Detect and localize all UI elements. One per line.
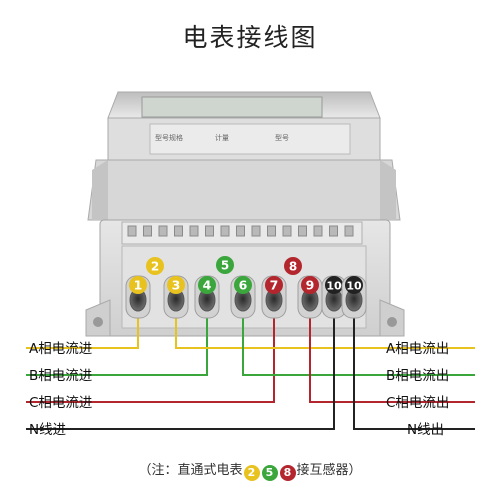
screw-hole — [93, 317, 103, 327]
footnote-badge-2: 2 — [243, 465, 260, 481]
wire-green — [26, 312, 208, 376]
group-marker-5 — [216, 256, 234, 274]
nameplate-text: 计量 — [215, 133, 229, 142]
footnote-badge-8: 8 — [279, 465, 296, 481]
wire-label-c-out: C相电流出 — [386, 395, 449, 411]
left-labels: A相电流进 B相电流进 C相电流进 N线进 — [29, 341, 93, 438]
terminal-10: 10 — [341, 275, 367, 319]
terminal-number-badge — [301, 276, 319, 294]
nameplate-text: 型号 — [275, 133, 289, 142]
terminal-screw — [189, 225, 199, 237]
terminal-screw — [127, 225, 137, 237]
footnote-badge-5: 5 — [261, 465, 278, 481]
terminal-screw — [313, 225, 323, 237]
terminal-number-badge — [198, 276, 216, 294]
terminal-screw — [143, 225, 152, 237]
terminal-number-badge — [129, 276, 147, 294]
terminal-6: 6 — [230, 275, 256, 319]
terminal-1: 1 — [125, 275, 151, 319]
terminal-9: 9 — [297, 275, 323, 319]
terminal-screw — [267, 225, 276, 237]
terminal-screw — [251, 225, 261, 237]
terminal-number-badge — [345, 276, 363, 294]
nameplate-labels: 型号规格 计量 型号 — [155, 133, 289, 142]
terminal-7: 7 — [261, 275, 287, 319]
right-labels: A相电流出 B相电流出 C相电流出 N线出 — [386, 341, 449, 438]
wire-label-a-out: A相电流出 — [386, 341, 449, 357]
lcd-display — [141, 96, 323, 118]
group-marker-label: 2 — [151, 260, 159, 274]
footnote-suffix: 接互感器） — [296, 463, 362, 478]
wire-label-b-in: B相电流进 — [29, 368, 93, 384]
wire-yellow — [175, 312, 475, 349]
terminal-10: 10 — [321, 275, 347, 319]
terminal-number-badge — [234, 276, 252, 294]
terminal-number-badge — [167, 276, 185, 294]
wire-red — [26, 312, 275, 403]
terminal-number: 9 — [306, 278, 315, 293]
nameplate-text: 型号规格 — [155, 133, 183, 142]
terminal-number: 10 — [326, 280, 342, 293]
group-marker-8 — [284, 257, 302, 275]
wire-red — [309, 312, 475, 403]
terminals: 1 3 4 6 7 9 10 10 — [125, 275, 367, 319]
terminal-number: 3 — [172, 278, 181, 293]
terminal-number: 6 — [239, 278, 248, 293]
terminal-number-badge — [325, 276, 343, 294]
group-marker-2 — [146, 257, 164, 275]
wire-black — [353, 312, 475, 430]
terminal-number: 7 — [270, 278, 279, 293]
terminal-screw — [174, 225, 183, 237]
wire-label-a-in: A相电流进 — [29, 341, 93, 357]
page-title: 电表接线图 — [182, 23, 318, 52]
wire-label-n-in: N线进 — [29, 422, 67, 438]
group-marker-label: 8 — [289, 260, 297, 274]
terminal-screw — [282, 225, 292, 237]
wire-yellow — [26, 312, 139, 349]
terminal-screw — [220, 225, 230, 237]
terminal-3: 3 — [163, 275, 189, 319]
terminal-screw — [344, 225, 354, 237]
meter-top-body: 型号规格 计量 型号 — [87, 91, 401, 221]
wires — [26, 312, 475, 430]
screw-hole — [387, 317, 397, 327]
terminal-number-badge — [265, 276, 283, 294]
group-marker-label: 5 — [221, 259, 229, 273]
terminal-screw — [298, 225, 307, 237]
footnote-prefix: （注：直通式电表 — [138, 463, 243, 478]
terminal-number: 4 — [203, 278, 212, 293]
terminal-number: 1 — [134, 278, 143, 293]
wire-label-c-in: C相电流进 — [29, 395, 93, 411]
terminal-screw — [329, 225, 338, 237]
terminal-screw — [205, 225, 214, 237]
nameplate — [149, 123, 351, 155]
wire-green — [242, 312, 475, 376]
terminal-screw — [236, 225, 245, 237]
wire-black — [26, 312, 335, 430]
wire-label-b-out: B相电流出 — [386, 368, 449, 384]
terminal-number: 10 — [346, 280, 362, 293]
terminal-screw — [158, 225, 168, 237]
wire-label-n-out: N线出 — [407, 422, 444, 438]
terminal-4: 4 — [194, 275, 220, 319]
group-markers: 2 5 8 — [146, 256, 302, 275]
terminal-screws — [127, 225, 354, 237]
